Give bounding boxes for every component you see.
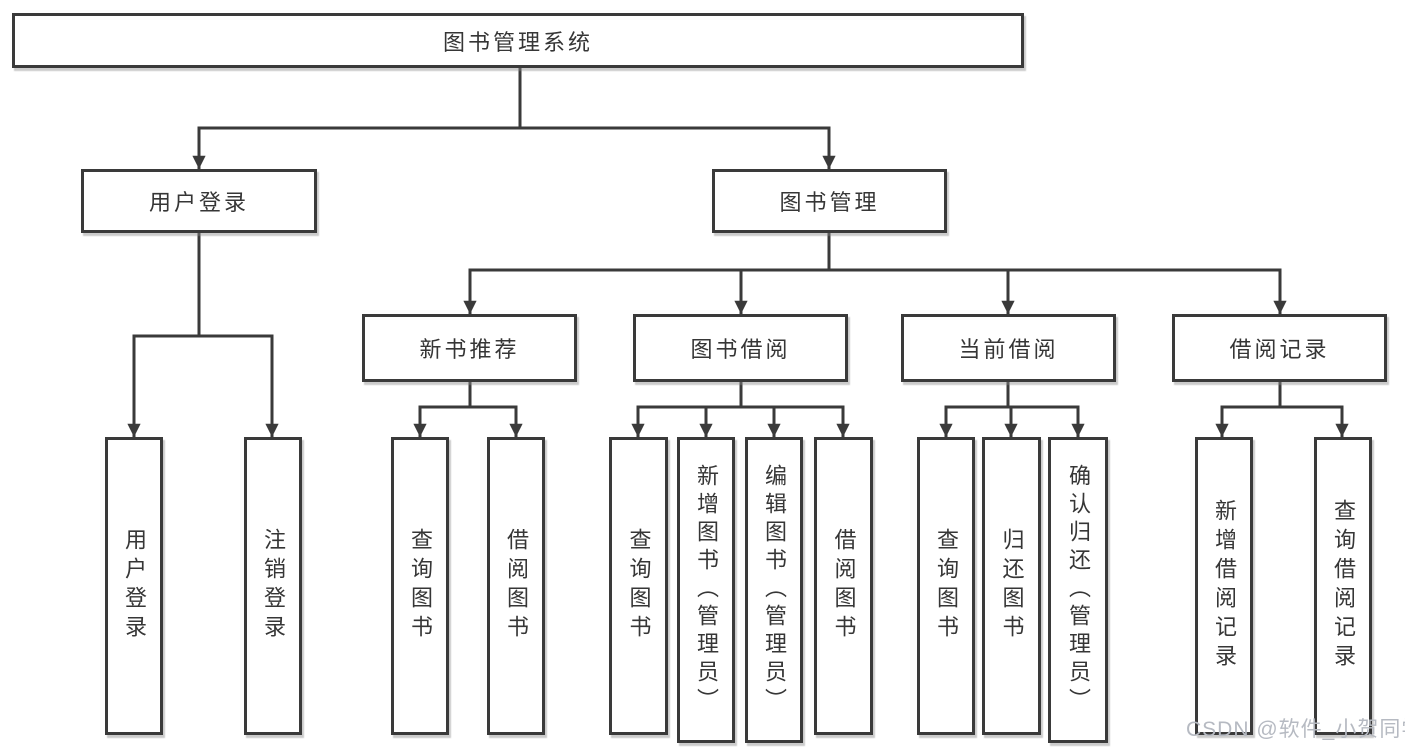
node-current-borrow: 当前借阅 [901, 314, 1116, 382]
node-bb-query-books: 查询图书 [609, 437, 668, 735]
node-book-management-label: 图书管理 [779, 190, 880, 215]
node-new-book-recommend: 新书推荐 [362, 314, 577, 382]
connector-current-borrow [944, 380, 1080, 409]
node-nb-query-books-label: 查询图书 [408, 528, 433, 644]
node-user-login: 用户登录 [105, 437, 163, 735]
node-bb-add-books-admin: 新增图书（管理员） [677, 437, 735, 743]
connector-root [197, 65, 831, 130]
node-user-login-branch: 用户登录 [81, 169, 317, 233]
node-br-query-record: 查询借阅记录 [1314, 437, 1372, 735]
node-br-add-record-label: 新增借阅记录 [1212, 499, 1237, 673]
node-user-login-branch-label: 用户登录 [148, 190, 249, 215]
node-bb-borrow-books: 借阅图书 [814, 437, 873, 735]
node-bb-edit-books-admin: 编辑图书（管理员） [745, 437, 803, 743]
node-nb-query-books: 查询图书 [391, 437, 449, 735]
connector-book-borrow [636, 380, 845, 409]
node-bb-borrow-books-label: 借阅图书 [831, 528, 857, 644]
node-cb-query-books: 查询图书 [917, 437, 975, 735]
node-user-login-label: 用户登录 [122, 528, 147, 644]
node-bb-query-books-label: 查询图书 [626, 528, 652, 644]
node-cb-return-books-label: 归还图书 [999, 528, 1025, 644]
node-new-book-recommend-label: 新书推荐 [419, 337, 520, 362]
connector-new-book-recommend [418, 380, 518, 409]
connector-borrow-records [1220, 380, 1344, 409]
connector-user-login [132, 231, 274, 338]
node-logout-label: 注销登录 [261, 528, 286, 644]
connector-book-management [468, 231, 1282, 272]
node-book-borrow: 图书借阅 [633, 314, 848, 382]
node-borrow-records: 借阅记录 [1172, 314, 1387, 382]
node-cb-confirm-return-admin: 确认归还（管理员） [1048, 437, 1108, 743]
node-library-system: 图书管理系统 [12, 13, 1024, 68]
node-bb-add-books-admin-label: 新增图书（管理员） [694, 464, 719, 716]
node-br-add-record: 新增借阅记录 [1195, 437, 1253, 735]
node-br-query-record-label: 查询借阅记录 [1331, 499, 1356, 673]
node-nb-borrow-books: 借阅图书 [487, 437, 545, 735]
watermark: CSDN @软件_小贺同学 [1186, 718, 1405, 741]
node-bb-edit-books-admin-label: 编辑图书（管理员） [762, 464, 787, 716]
node-cb-confirm-return-admin-label: 确认归还（管理员） [1066, 464, 1091, 716]
node-book-management: 图书管理 [712, 169, 947, 233]
node-current-borrow-label: 当前借阅 [958, 337, 1059, 362]
node-nb-borrow-books-label: 借阅图书 [504, 528, 529, 644]
node-book-borrow-label: 图书借阅 [690, 337, 791, 362]
node-borrow-records-label: 借阅记录 [1229, 337, 1330, 362]
node-logout: 注销登录 [244, 437, 302, 735]
node-library-system-label: 图书管理系统 [442, 29, 593, 55]
node-cb-return-books: 归还图书 [982, 437, 1041, 735]
node-cb-query-books-label: 查询图书 [934, 528, 959, 644]
